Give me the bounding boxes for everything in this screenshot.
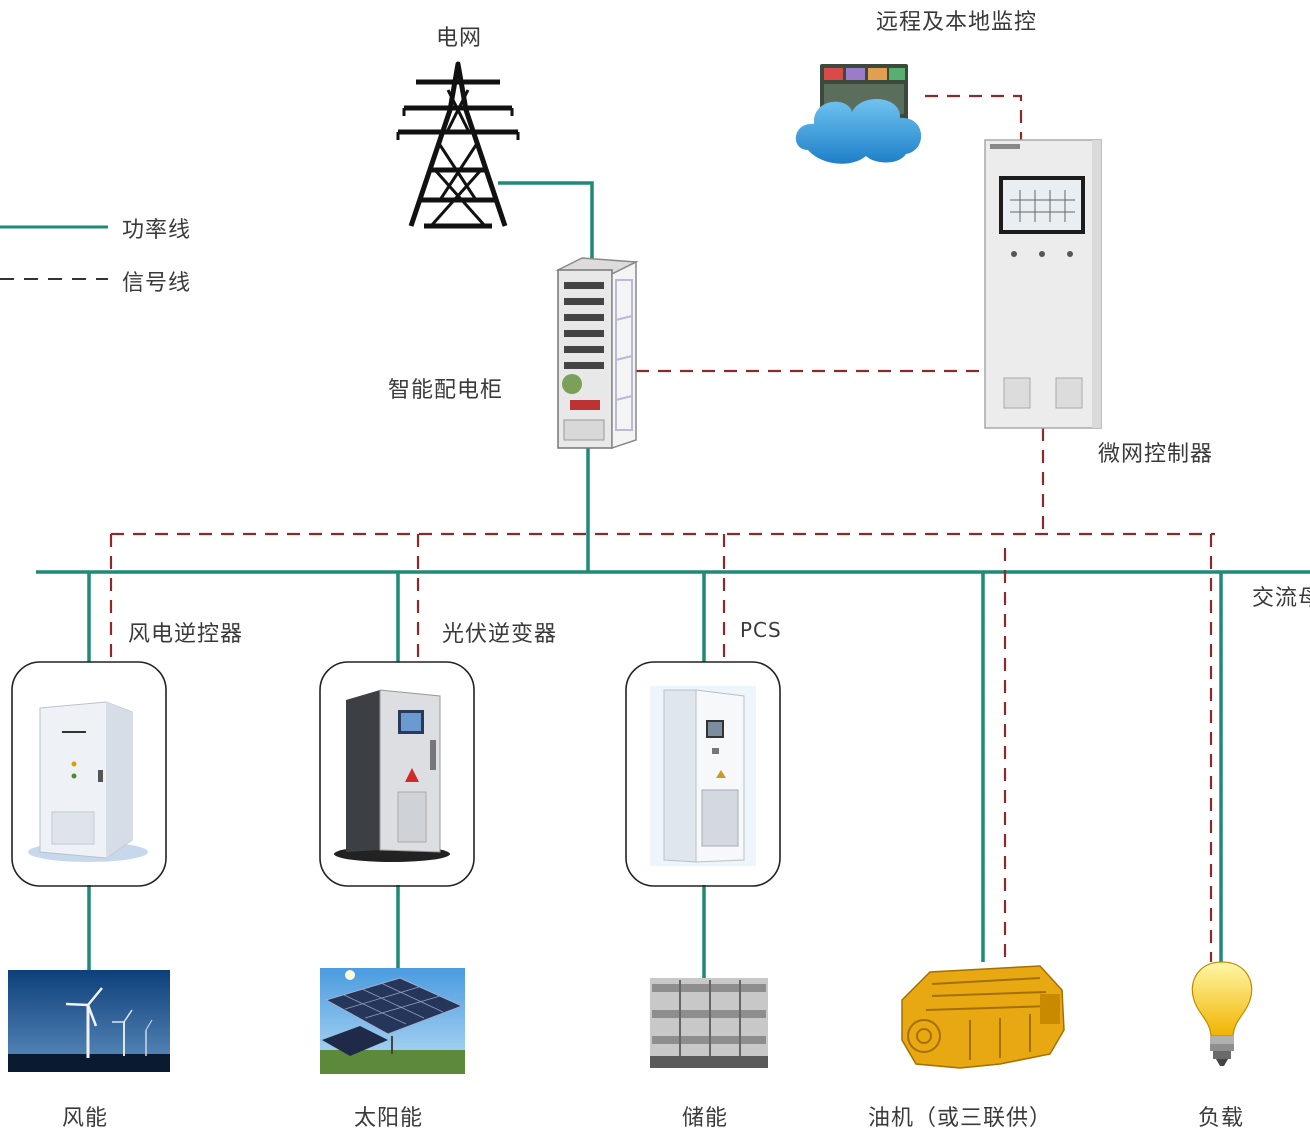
- wind-turbine-icon: [8, 970, 170, 1072]
- controller-cabinet-icon: [984, 139, 1102, 429]
- inverter-cabinet-icon: [650, 686, 756, 866]
- diesel-engine-icon: [901, 965, 1065, 1069]
- pv-inverter-frame: [319, 661, 475, 887]
- load-label: 负载: [1198, 1106, 1245, 1131]
- solar-panel-icon: [320, 968, 465, 1074]
- light-bulb-icon: [1191, 961, 1253, 1066]
- device-frames: [11, 661, 781, 887]
- cabinet-label: 智能配电柜: [388, 378, 504, 403]
- legend-power-label: 功率线: [122, 218, 192, 243]
- ac-bus-label: 交流母: [1252, 586, 1310, 611]
- monitor-controller-signal: [925, 94, 1023, 140]
- battery-rack-icon: [650, 978, 768, 1068]
- controller-label: 微网控制器: [1098, 442, 1214, 467]
- inverter-cabinet-icon: [28, 701, 148, 862]
- legend-signal-label: 信号线: [122, 271, 192, 296]
- storage-label: 储能: [682, 1106, 729, 1131]
- cloud-monitor-icon: [795, 64, 922, 164]
- signal-lines: [109, 94, 1215, 962]
- transmission-tower-icon: [396, 61, 520, 229]
- wind-controller-frame: [11, 661, 167, 887]
- wind-controller-label: 风电逆控器: [128, 622, 244, 647]
- power-lines: [36, 181, 1310, 978]
- diesel-label: 油机（或三联供）: [868, 1106, 1053, 1131]
- pv-inverter-label: 光伏逆变器: [442, 622, 558, 647]
- pcs-label: PCS: [740, 618, 782, 642]
- cabinet-icon: [555, 257, 639, 450]
- legend: [0, 225, 108, 280]
- solar-label: 太阳能: [354, 1106, 424, 1131]
- inverter-cabinet-icon: [334, 689, 450, 862]
- monitor-label: 远程及本地监控: [876, 10, 1038, 35]
- wind-label: 风能: [62, 1106, 109, 1131]
- pcs-frame: [625, 661, 781, 887]
- grid-feed-line: [498, 181, 594, 262]
- grid-label: 电网: [436, 26, 483, 51]
